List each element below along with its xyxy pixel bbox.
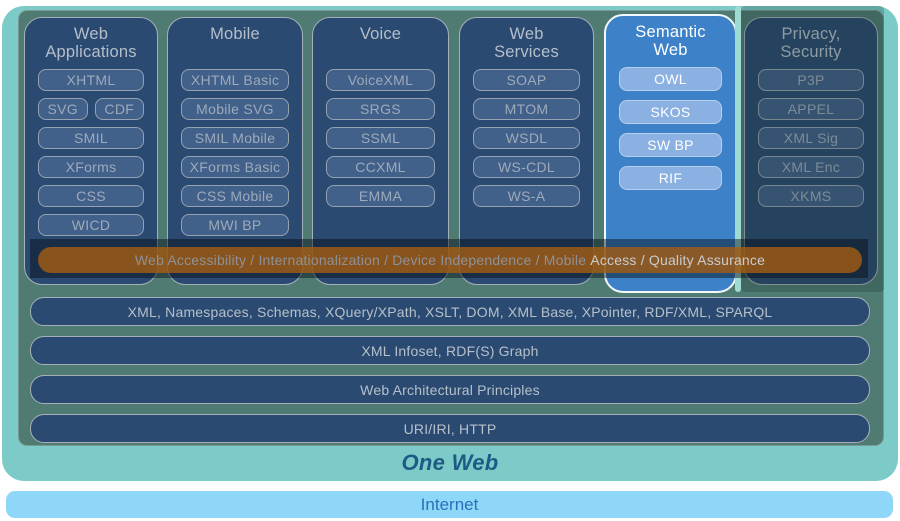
pill-row: RIF [619,166,722,190]
tech-pill: XForms [38,156,144,178]
foundation-bar-webarch: Web Architectural Principles [30,375,870,404]
tech-pill: WICD [38,214,144,236]
one-web-caption: One Web [401,450,499,475]
pill-row: SKOS [619,100,722,124]
tech-pill: RIF [619,166,722,190]
highlight-divider [735,6,741,292]
tech-pill: CDF [94,98,144,120]
tech-pill: OWL [619,67,722,91]
pill-row: OWL [619,67,722,91]
activities-label-left: Web Accessibility / Internationalization… [134,252,591,268]
tech-pill: WS-A [473,185,580,207]
foundation-bar-infoset: XML Infoset, RDF(S) Graph [30,336,870,365]
pill-row: WS-CDL [473,156,580,178]
tech-pill: SOAP [473,69,580,91]
tech-pill: XML Sig [758,127,864,149]
column-title: Semantic Web [635,23,706,60]
pill-row: SOAP [473,69,580,91]
pill-row: SW BP [619,133,722,157]
tech-pill: MTOM [473,98,580,120]
pill-row: CSS Mobile [181,185,289,207]
tech-pill: CSS Mobile [181,185,289,207]
tech-pill: MWI BP [181,214,289,236]
foundation-bar-uri: URI/IRI, HTTP [30,414,870,443]
internet-label: Internet [420,494,479,514]
foundation-bar-label: Web Architectural Principles [360,381,540,398]
tech-pill: XForms Basic [181,156,289,178]
tech-pill: SMIL [38,127,144,149]
tech-pill: SMIL Mobile [181,127,289,149]
pill-row: WS-A [473,185,580,207]
tech-pill: XML Enc [758,156,864,178]
pill-row: WSDL [473,127,580,149]
pill-row: XHTML [38,69,144,91]
tech-pill: CCXML [326,156,435,178]
pill-row: SRGS [326,98,435,120]
column-title: Privacy, Security [780,25,842,62]
tech-pill: CSS [38,185,144,207]
pill-row: SMIL Mobile [181,127,289,149]
pill-row: MTOM [473,98,580,120]
pill-row: VoiceXML [326,69,435,91]
tech-pill: VoiceXML [326,69,435,91]
foundation-bar-label: XML, Namespaces, Schemas, XQuery/XPath, … [127,303,773,320]
column-title: Voice [359,25,402,43]
horizontal-activities-bar: Web Accessibility / Internationalization… [38,247,862,273]
column-title: Mobile [210,25,260,43]
foundation-bar-label: URI/IRI, HTTP [403,420,497,437]
pill-row: XML Sig [758,127,864,149]
tech-pill: SW BP [619,133,722,157]
internet-bar: Internet [6,491,893,518]
pill-row: SMIL [38,127,144,149]
tech-pill: WS-CDL [473,156,580,178]
tech-pill: SVG [38,98,88,120]
activities-label-right: Access / Quality Assurance [590,252,766,268]
pill-row: CCXML [326,156,435,178]
column-title: Web Applications [45,25,137,62]
pill-row: APPEL [758,98,864,120]
column-title: Web Services [494,25,559,62]
tech-pill: WSDL [473,127,580,149]
pill-row: XForms Basic [181,156,289,178]
pill-row: P3P [758,69,864,91]
tech-pill: SSML [326,127,435,149]
foundation-bar-xml: XML, Namespaces, Schemas, XQuery/XPath, … [30,297,870,326]
tech-pill: XHTML [38,69,144,91]
dim-overlay [741,6,884,292]
foundation-bar-label: XML Infoset, RDF(S) Graph [361,342,539,359]
pill-row: XHTML Basic [181,69,289,91]
tech-pill: SRGS [326,98,435,120]
pill-row: SSML [326,127,435,149]
pill-row: XKMS [758,185,864,207]
tech-pill: APPEL [758,98,864,120]
pill-row: XForms [38,156,144,178]
pill-row: EMMA [326,185,435,207]
pill-row: CSS [38,185,144,207]
pill-row: SVG CDF [38,98,144,120]
tech-pill: SKOS [619,100,722,124]
tech-pill: Mobile SVG [181,98,289,120]
pill-row: WICD [38,214,144,236]
tech-pill: XHTML Basic [181,69,289,91]
tech-pill: EMMA [326,185,435,207]
tech-pill: XKMS [758,185,864,207]
tech-pill: P3P [758,69,864,91]
pill-row: Mobile SVG [181,98,289,120]
pill-row: MWI BP [181,214,289,236]
pill-row: XML Enc [758,156,864,178]
